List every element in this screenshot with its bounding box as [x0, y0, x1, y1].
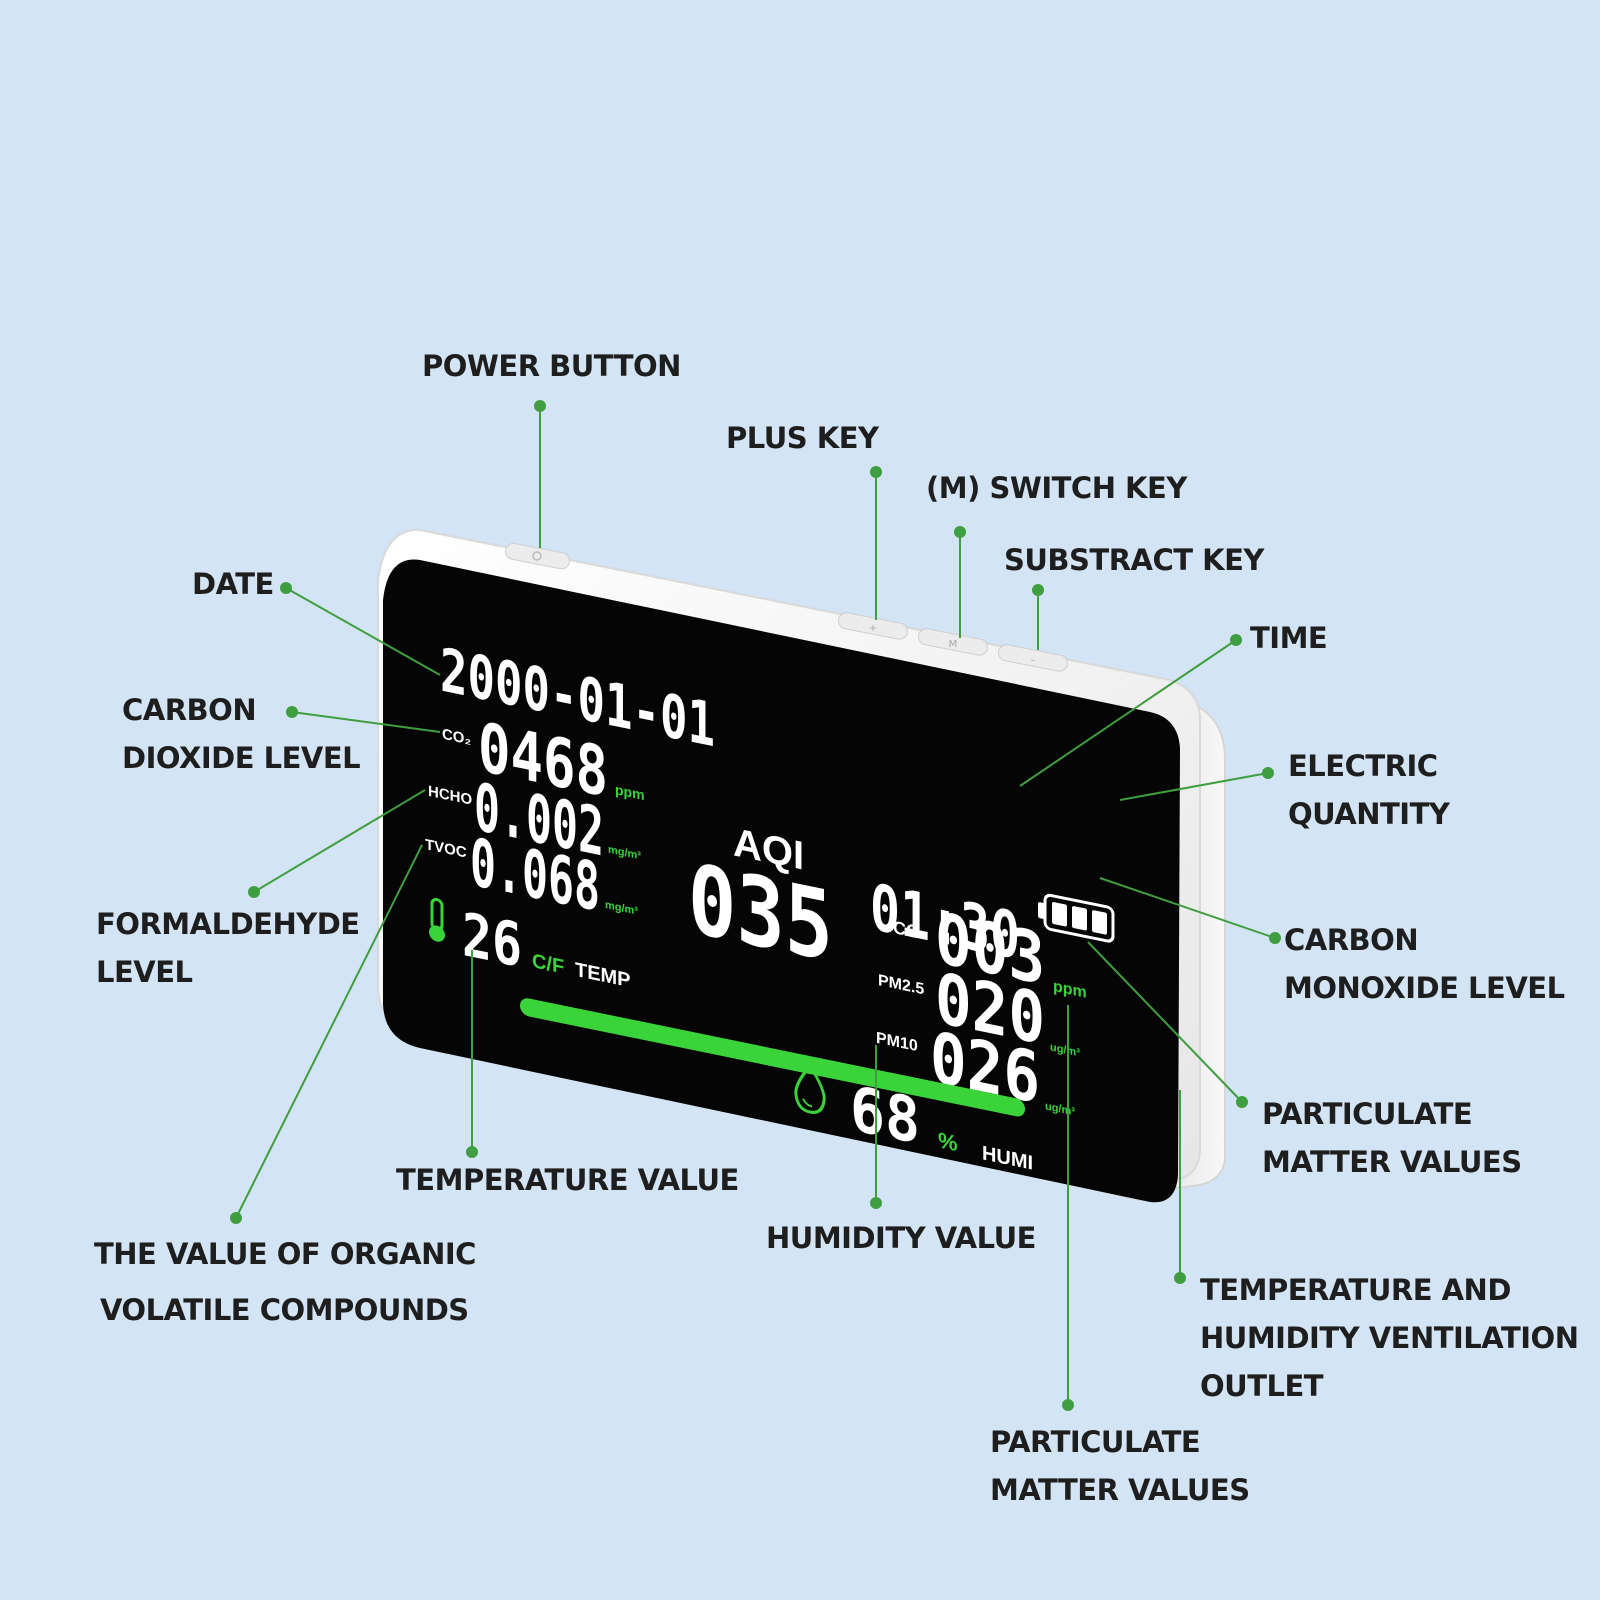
- callout-formaldehyde-line-2: LEVEL: [96, 955, 193, 989]
- leader-plus: [870, 466, 882, 620]
- callout-electric-quantity: ELECTRIC QUANTITY: [1288, 742, 1450, 838]
- callout-formaldehyde-line-1: FORMALDEHYDE: [96, 907, 360, 941]
- callout-subtract-key: SUBSTRACT KEY: [1004, 543, 1264, 577]
- power-icon: [532, 551, 542, 561]
- leader-organic: [230, 844, 423, 1224]
- leader-subtract: [1032, 584, 1044, 650]
- leader-humidity: [870, 1045, 882, 1209]
- callout-time: TIME: [1250, 621, 1328, 655]
- callout-carbon-monoxide: CARBON MONOXIDE LEVEL: [1284, 916, 1565, 1012]
- callout-particulate-right-line-1: PARTICULATE: [1262, 1097, 1473, 1131]
- callout-switch-key: (M) SWITCH KEY: [926, 471, 1187, 505]
- battery-cell: [1092, 910, 1107, 935]
- callout-organic-compounds-line-2: VOLATILE COMPOUNDS: [100, 1293, 469, 1327]
- aqi-level-bar: [520, 998, 1025, 1117]
- callout-ventilation-outlet-line-1: TEMPERATURE AND: [1200, 1273, 1511, 1307]
- leader-lines: [230, 400, 1281, 1411]
- callout-organic-compounds-line-1: THE VALUE OF ORGANIC: [94, 1237, 476, 1271]
- power-button[interactable]: [504, 542, 571, 570]
- thermometer-icon: [429, 897, 445, 942]
- leader-power: [534, 400, 546, 548]
- switch-key[interactable]: M: [917, 627, 989, 656]
- co2-label: CO₂: [442, 726, 471, 749]
- callout-temperature-value: TEMPERATURE VALUE: [396, 1163, 739, 1197]
- minus-icon: –: [1031, 655, 1036, 666]
- callout-carbon-dioxide-line-2: DIOXIDE LEVEL: [122, 741, 361, 775]
- callout-particulate-right: PARTICULATE MATTER VALUES: [1262, 1090, 1522, 1186]
- leader-switch: [954, 526, 966, 638]
- callout-particulate-bottom-line-1: PARTICULATE: [990, 1425, 1201, 1459]
- callout-ventilation-outlet-line-2: HUMIDITY VENTILATION: [1200, 1321, 1579, 1355]
- callout-electric-quantity-line-1: ELECTRIC: [1288, 749, 1438, 783]
- callout-ventilation-outlet-line-3: OUTLET: [1200, 1369, 1324, 1403]
- leader-particulate-bottom: [1062, 1005, 1074, 1411]
- callout-date: DATE: [192, 567, 274, 601]
- callout-carbon-dioxide-line-1: CARBON: [122, 693, 257, 727]
- lcd-screen: [383, 559, 1180, 1203]
- battery-cell: [1072, 906, 1087, 931]
- leader-battery: [1119, 767, 1274, 801]
- callout-particulate-right-line-2: MATTER VALUES: [1262, 1145, 1522, 1179]
- callout-carbon-monoxide-line-1: CARBON: [1284, 923, 1419, 957]
- plus-key[interactable]: +: [837, 611, 909, 640]
- callout-formaldehyde: FORMALDEHYDE LEVEL: [96, 900, 360, 996]
- callout-carbon-dioxide: CARBON DIOXIDE LEVEL: [122, 686, 361, 782]
- humidity-readout: 68: [850, 1072, 920, 1159]
- leader-temperature: [466, 950, 478, 1158]
- callout-organic-compounds: THE VALUE OF ORGANIC VOLATILE COMPOUNDS: [94, 1226, 476, 1338]
- droplet-icon: [794, 1063, 826, 1114]
- co2-unit: ppm: [615, 781, 645, 803]
- humidity-unit: %: [938, 1127, 958, 1156]
- leader-carbon-monoxide: [1099, 877, 1281, 944]
- callout-humidity-value: HUMIDITY VALUE: [766, 1221, 1036, 1255]
- plus-icon: +: [869, 623, 877, 634]
- leader-time: [1019, 634, 1242, 787]
- battery-icon: [1038, 893, 1115, 943]
- callout-particulate-bottom: PARTICULATE MATTER VALUES: [990, 1418, 1250, 1514]
- leader-ventilation: [1174, 1090, 1186, 1284]
- callout-particulate-bottom-line-2: MATTER VALUES: [990, 1473, 1250, 1507]
- callout-ventilation-outlet: TEMPERATURE AND HUMIDITY VENTILATION OUT…: [1200, 1266, 1579, 1410]
- callout-electric-quantity-line-2: QUANTITY: [1288, 797, 1450, 831]
- leader-co2: [286, 706, 441, 733]
- leader-date: [280, 582, 441, 676]
- leader-formaldehyde: [248, 789, 426, 898]
- callout-plus-key: PLUS KEY: [726, 421, 879, 455]
- battery-cell: [1052, 902, 1067, 927]
- m-icon: M: [949, 639, 958, 650]
- callout-carbon-monoxide-line-2: MONOXIDE LEVEL: [1284, 971, 1565, 1005]
- leader-particulate-right: [1087, 941, 1248, 1108]
- callout-power-button: POWER BUTTON: [422, 349, 681, 383]
- subtract-key[interactable]: –: [997, 643, 1069, 672]
